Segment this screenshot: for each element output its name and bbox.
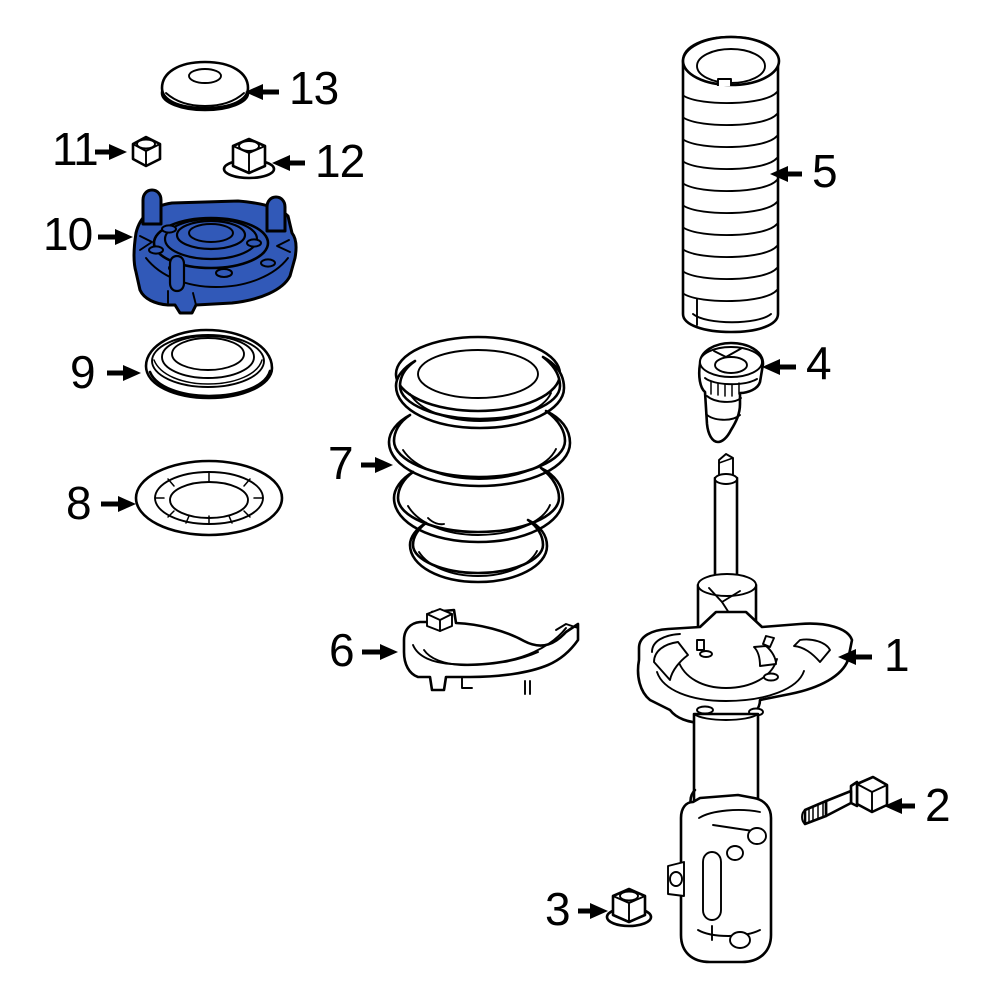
- part-12-strut-rod-flange-nut: [222, 137, 276, 180]
- callout-arrow-11: [95, 144, 127, 160]
- part-3-strut-mounting-nut: [605, 887, 653, 928]
- callout-arrow-6: [362, 644, 398, 660]
- callout-arrow-3: [578, 903, 608, 919]
- callout-arrow-9: [107, 365, 141, 381]
- callout-arrow-5: [770, 166, 802, 182]
- callout-arrow-1: [838, 649, 872, 665]
- callout-label-6: 6: [329, 624, 355, 676]
- callout-arrow-8: [101, 496, 136, 512]
- part-4-jounce-bumper: [697, 341, 765, 444]
- part-6-spring-seat-insulator: [402, 608, 580, 695]
- callout-arrow-7: [361, 457, 393, 473]
- callout-arrow-13: [245, 84, 279, 100]
- callout-label-4: 4: [806, 337, 832, 389]
- part-11-strut-mount-nut-small: [131, 135, 162, 168]
- part-5-strut-dust-boot: [681, 35, 781, 334]
- part-2-strut-mounting-bolt: [801, 775, 889, 826]
- part-10-strut-mount: [132, 188, 298, 315]
- callout-label-13: 13: [289, 62, 339, 114]
- callout-label-12: 12: [315, 135, 365, 187]
- part-1-strut-assembly: [636, 453, 854, 964]
- callout-arrow-10: [98, 229, 133, 245]
- part-8-lower-spring-seat: [134, 459, 284, 537]
- part-7-coil-spring: [387, 335, 572, 584]
- callout-arrow-2: [884, 798, 915, 814]
- callout-label-1: 1: [884, 629, 910, 681]
- part-13-strut-mount-cap: [160, 60, 250, 112]
- callout-label-7: 7: [328, 437, 354, 489]
- callout-label-3: 3: [545, 883, 571, 935]
- callout-label-10: 10: [43, 208, 93, 260]
- part-9-strut-bearing: [144, 328, 274, 400]
- callout-arrow-12: [272, 155, 305, 171]
- callout-label-8: 8: [66, 477, 92, 529]
- callout-label-9: 9: [70, 346, 96, 398]
- callout-label-2: 2: [925, 779, 951, 831]
- callout-label-5: 5: [812, 145, 838, 197]
- callout-label-11: 11: [52, 123, 99, 175]
- callout-arrow-4: [762, 359, 796, 375]
- callout-arrows: [95, 84, 915, 919]
